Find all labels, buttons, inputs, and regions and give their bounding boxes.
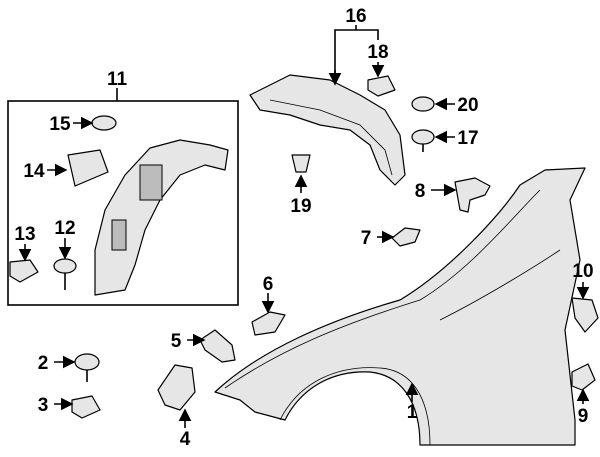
nut-18[interactable] [367,75,396,97]
bolt-12[interactable] [53,258,77,290]
callout-12: 12 [54,218,75,239]
nut-13[interactable] [9,259,39,283]
callout-8: 8 [415,181,426,202]
callout-4: 4 [180,429,191,450]
callout-3: 3 [38,395,49,416]
callout-14: 14 [23,161,45,182]
leader-lines [18,25,590,428]
callout-16: 16 [345,6,366,27]
callout-6: 6 [263,274,274,295]
callout-5: 5 [171,331,182,352]
bracket-8[interactable] [454,177,491,213]
callout-17: 17 [457,128,478,149]
fender-part[interactable] [214,167,586,446]
clip-14[interactable] [67,149,109,187]
bracket-10[interactable] [571,297,599,333]
callout-20: 20 [457,95,478,116]
front-liner-part[interactable] [94,139,229,296]
clip-15[interactable] [91,115,117,131]
callout-11: 11 [107,69,128,90]
nut-3[interactable] [71,395,101,419]
nut-20[interactable] [411,96,435,112]
bracket-4[interactable] [157,364,196,411]
bracket-5[interactable] [199,329,236,363]
callout-9: 9 [578,406,589,427]
bolt-2[interactable] [74,353,100,382]
clip-19[interactable] [291,154,311,173]
callout-18: 18 [367,42,388,63]
callout-15: 15 [49,114,71,135]
bolt-17[interactable] [411,129,435,152]
callout-13: 13 [14,224,35,245]
bracket-6[interactable] [251,311,286,336]
callout-19: 19 [290,196,311,217]
callout-10: 10 [572,261,593,282]
callout-2: 2 [38,353,49,374]
bracket-7[interactable] [391,227,421,247]
inner-liner-group-box [7,100,239,306]
callout-7: 7 [361,228,372,249]
bracket-9[interactable] [571,363,596,391]
callout-1: 1 [407,402,418,423]
